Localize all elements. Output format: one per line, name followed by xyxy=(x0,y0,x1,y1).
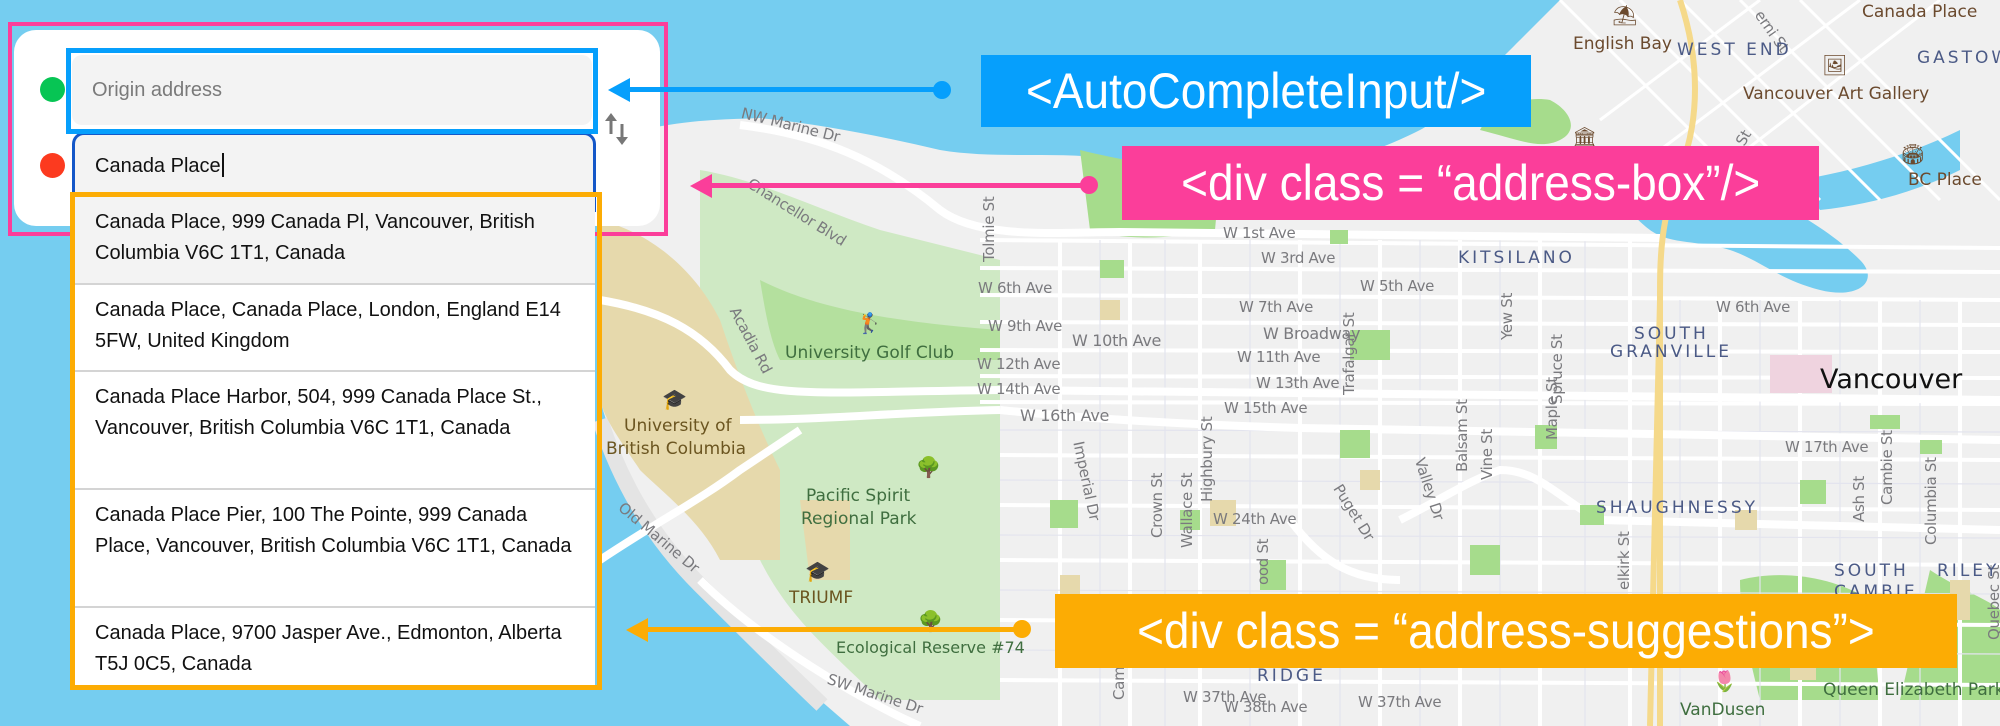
autocomplete-input-highlight xyxy=(66,48,598,134)
map-poi-label: Regional Park xyxy=(801,509,917,529)
map-street-label: W 13th Ave xyxy=(1256,374,1340,392)
map-street-label: W 11th Ave xyxy=(1237,348,1321,366)
map-street-label: W Broadway xyxy=(1263,324,1361,343)
address-suggestions-highlight xyxy=(70,192,602,690)
map-street-label: Highbury St xyxy=(1198,416,1216,502)
annotation-label: <div class = “address-box”/> xyxy=(1122,146,1819,220)
annotation-dot xyxy=(1013,620,1031,638)
map-poi-label: Canada Place xyxy=(1862,2,1978,22)
map-street-label: W 10th Ave xyxy=(1072,331,1162,350)
annotation-dot xyxy=(1080,176,1098,194)
map-street-label: elkirk St xyxy=(1615,531,1633,590)
map-neighborhood-label: SHAUGHNESSY xyxy=(1596,498,1759,518)
map-poi-label: Vancouver Art Gallery xyxy=(1743,84,1930,104)
map-street-label: Crown St xyxy=(1148,472,1166,538)
map-poi-label: BC Place xyxy=(1908,170,1982,190)
map-street-label: Cam xyxy=(1110,666,1128,700)
map-poi-label: Ecological Reserve #74 xyxy=(836,638,1025,657)
map-poi-label: TRIUMF xyxy=(789,588,854,608)
tree-icon: 🌳 xyxy=(916,457,941,479)
annotation-connector xyxy=(620,87,942,92)
map-street-label: ood St xyxy=(1254,538,1272,585)
stadium-icon: 🏟 xyxy=(1900,144,1926,166)
map-neighborhood-label: SOUTH xyxy=(1834,561,1909,581)
map-poi-label: Queen Elizabeth Park xyxy=(1823,680,2000,700)
suggestion-item[interactable]: Canada Place Pier, 100 The Pointe, 999 C… xyxy=(75,490,595,608)
suggestion-item[interactable]: Canada Place, 999 Canada Pl, Vancouver, … xyxy=(75,197,595,285)
map-neighborhood-label: SOUTH xyxy=(1634,324,1709,344)
map-neighborhood-label: GRANVILLE xyxy=(1610,342,1732,362)
map-street-label: Cambie St xyxy=(1878,430,1896,505)
map-street-label: W 38th Ave xyxy=(1224,698,1308,716)
swap-addresses-button[interactable] xyxy=(602,112,632,146)
suggestion-item[interactable]: Canada Place, Canada Place, London, Engl… xyxy=(75,285,595,372)
map-street-label: W 9th Ave xyxy=(988,317,1063,335)
map-poi-label: English Bay xyxy=(1573,34,1672,54)
suggestion-item[interactable]: Canada Place Harbor, 504, 999 Canada Pla… xyxy=(75,372,595,490)
annotation-connector xyxy=(640,627,1020,632)
map-street-label: Spruce St xyxy=(1548,334,1566,404)
gallery-icon: 🖼 xyxy=(1822,55,1848,77)
university-icon: 🎓 xyxy=(805,561,830,583)
museum-icon: 🏛 xyxy=(1572,127,1598,149)
map-street-label: W 14th Ave xyxy=(977,380,1061,398)
map-street-label: Wallace St xyxy=(1178,472,1196,548)
map-poi-label: British Columbia xyxy=(606,439,747,459)
map-neighborhood-label: RIDGE xyxy=(1257,666,1326,686)
golf-icon: 🏌 xyxy=(857,313,882,335)
map-street-label: W 3rd Ave xyxy=(1261,249,1336,267)
map-street-label: W 37th Ave xyxy=(1358,693,1442,711)
origin-input[interactable] xyxy=(72,55,592,125)
map-street-label: W 6th Ave xyxy=(978,279,1053,297)
map-street-label: W 1st Ave xyxy=(1223,224,1296,242)
map-poi-label: University Golf Club xyxy=(785,343,955,363)
map-poi-label: University of xyxy=(624,416,732,436)
university-icon: 🎓 xyxy=(662,389,687,411)
map-street-label: Balsam St xyxy=(1453,399,1471,472)
map-street-label: W 24th Ave xyxy=(1213,510,1297,528)
annotation-arrow-icon xyxy=(626,618,648,642)
map-neighborhood-label: GASTOWN xyxy=(1917,48,2000,68)
map-neighborhood-label: WEST END xyxy=(1677,40,1792,60)
map-street-label: Tolmie St xyxy=(980,196,998,262)
annotation-arrow-icon xyxy=(690,174,712,198)
map-street-label: Ash St xyxy=(1850,476,1868,522)
destination-marker-icon xyxy=(40,153,65,178)
suggestion-item[interactable]: Canada Place, 9700 Jasper Ave., Edmonton… xyxy=(95,622,562,675)
map-poi-label: Pacific Spirit xyxy=(806,486,911,506)
garden-icon: 🌷 xyxy=(1712,671,1737,693)
annotation-arrow-icon xyxy=(608,78,630,102)
map-street-label: Columbia St xyxy=(1922,457,1940,545)
map-city-label: Vancouver xyxy=(1820,364,1963,395)
destination-input-value: Canada Place xyxy=(95,155,221,177)
map-street-label: W 16th Ave xyxy=(1020,406,1110,425)
map-street-label: Vine St xyxy=(1478,429,1496,480)
annotation-label: <AutoCompleteInput/> xyxy=(981,55,1531,127)
address-suggestions: Canada Place, 999 Canada Pl, Vancouver, … xyxy=(75,197,595,685)
map-poi-label: VanDusen xyxy=(1680,700,1766,720)
map-street-label: W 37th Ave xyxy=(1183,688,1267,706)
swap-vertical-arrows-icon xyxy=(605,113,628,145)
map-street-label: W 15th Ave xyxy=(1224,399,1308,417)
annotation-connector xyxy=(705,183,1090,188)
map-neighborhood-label: RILEY xyxy=(1937,561,2000,581)
origin-marker-icon xyxy=(40,77,65,102)
beach-icon: ⛱ xyxy=(1612,5,1638,27)
map-street-label: W 17th Ave xyxy=(1785,438,1869,456)
text-caret xyxy=(221,153,224,177)
map-neighborhood-label: KITSILANO xyxy=(1458,248,1575,268)
map-street-label: Trafalgar St xyxy=(1340,312,1358,395)
annotation-dot xyxy=(933,81,951,99)
map-street-label: W 12th Ave xyxy=(977,355,1061,373)
map-street-label: Yew St xyxy=(1498,292,1516,340)
map-street-label: W 6th Ave xyxy=(1716,298,1791,316)
map-street-label: W 7th Ave xyxy=(1239,298,1314,316)
annotation-label: <div class = “address-suggestions”> xyxy=(1055,594,1957,668)
map-street-label: W 5th Ave xyxy=(1360,277,1435,295)
